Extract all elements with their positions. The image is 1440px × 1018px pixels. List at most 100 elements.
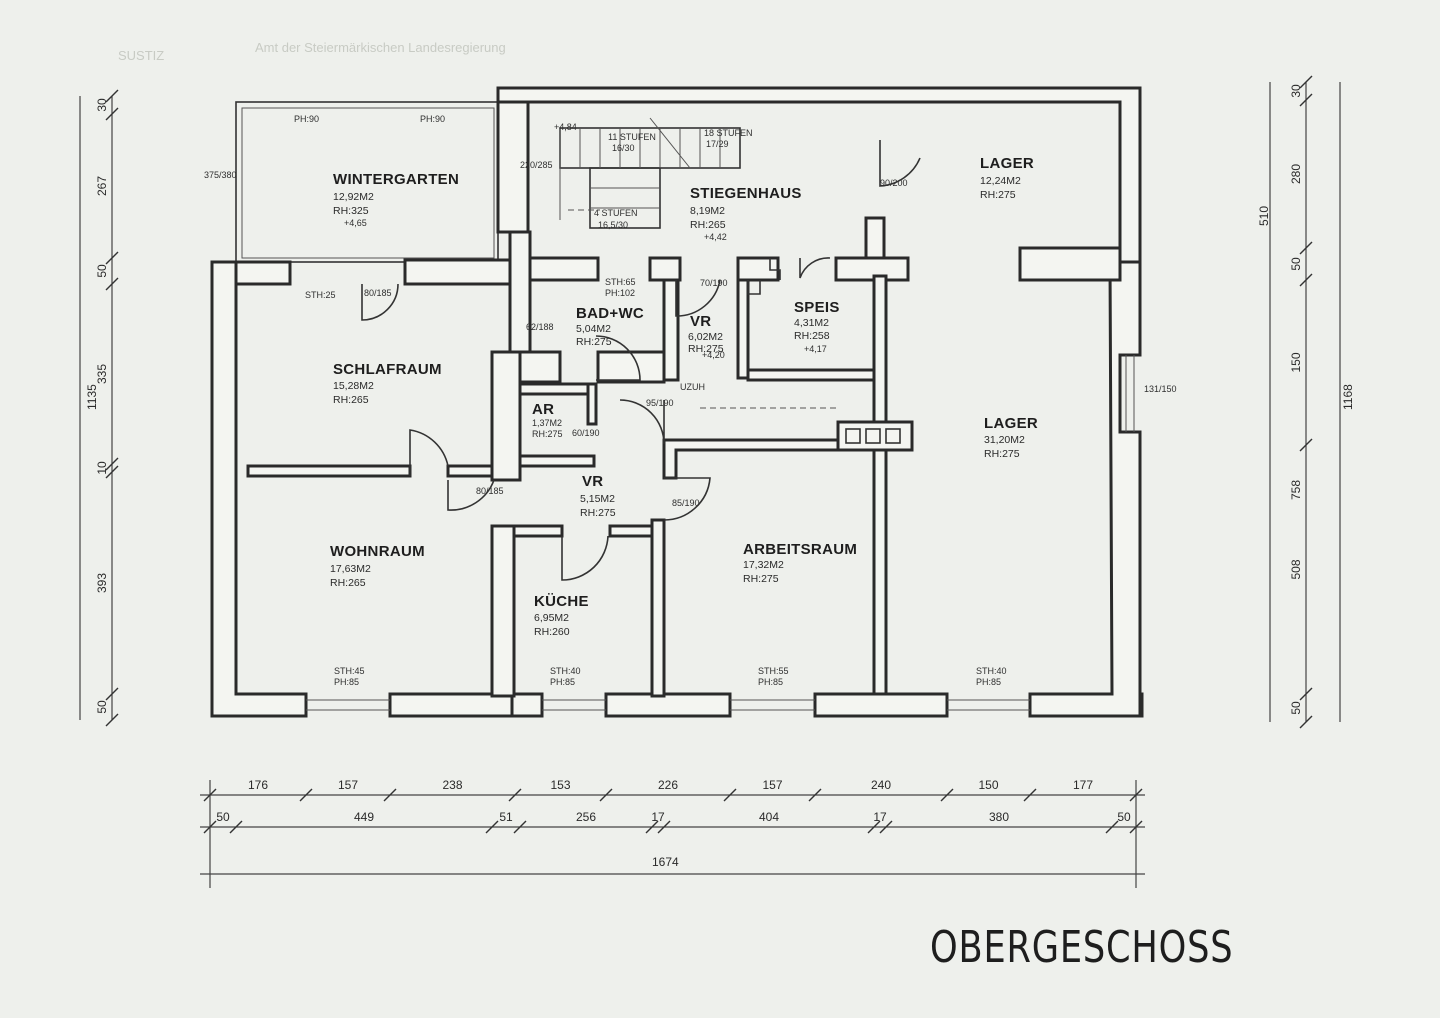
window-size-label: 131/150 — [1144, 384, 1177, 394]
dimension-tick — [105, 713, 119, 727]
dimension-tick — [105, 465, 119, 479]
room-height: RH:258 — [794, 330, 830, 342]
room-area: 1,37M2 — [532, 418, 562, 428]
dimension-tick — [940, 788, 954, 802]
right-total-dimension: 1168 — [1341, 384, 1355, 410]
room-area: 4,31M2 — [794, 317, 829, 329]
dimension-value: 30 — [95, 98, 109, 112]
dimension-tick — [105, 107, 119, 121]
opening-label: STH:65 — [605, 277, 636, 287]
room-kueche: KÜCHE 6,95M2 RH:260 — [534, 593, 589, 638]
stair-steps-1: 11 STUFEN — [608, 132, 656, 142]
stair-steps-2: 18 STUFEN — [704, 128, 753, 138]
room-height: RH:275 — [743, 573, 779, 585]
dimension-tick — [1299, 687, 1313, 701]
room-name: KÜCHE — [534, 593, 589, 610]
opening-label: PH:102 — [605, 288, 635, 298]
staircase — [559, 117, 741, 229]
room-name: LAGER — [980, 155, 1034, 172]
dimension-value: 50 — [95, 700, 109, 714]
room-name: SPEIS — [794, 299, 840, 316]
level-marker: +4,84 — [554, 122, 577, 132]
dimension-tick — [1299, 241, 1313, 255]
stair-size-1: 16/30 — [612, 143, 635, 153]
dimension-value: 153 — [550, 778, 570, 792]
dimension-value: 157 — [338, 778, 358, 792]
dimension-tick — [1299, 93, 1313, 107]
room-height: RH:265 — [690, 219, 726, 231]
door-size-label: 80/185 — [364, 288, 392, 298]
room-speis: SPEIS 4,31M2 RH:258 — [794, 299, 840, 342]
room-area: 5,04M2 — [576, 323, 611, 335]
dimension-value: 50 — [95, 264, 109, 278]
dimension-tick — [1299, 273, 1313, 287]
dimension-tick — [657, 820, 671, 834]
right-sub-dimension: 510 — [1257, 206, 1271, 226]
room-area: 31,20M2 — [984, 434, 1025, 446]
room-area: 6,02M2 — [688, 331, 723, 343]
dimension-value: 50 — [1289, 257, 1303, 271]
room-ar: AR 1,37M2 RH:275 — [532, 401, 563, 439]
room-area: 5,15M2 — [580, 493, 615, 505]
dimension-value: 335 — [95, 364, 109, 384]
dimension-tick — [1023, 788, 1037, 802]
dimension-tick — [1299, 438, 1313, 452]
dimension-value: 17 — [873, 810, 887, 824]
dimension-tick — [105, 251, 119, 265]
dimension-value: 393 — [95, 573, 109, 593]
stair-steps-3: 4 STUFEN — [594, 208, 638, 218]
room-lager-top: LAGER 12,24M2 RH:275 — [980, 155, 1034, 201]
opening-label: PH:85 — [758, 677, 783, 687]
room-wintergarten: WINTERGARTEN 12,92M2 RH:325 — [333, 171, 459, 217]
dimension-tick — [1299, 715, 1313, 729]
door-size-label: 62/188 — [526, 322, 554, 332]
opening-label: STH:55 — [758, 666, 789, 676]
opening-label: PH:85 — [976, 677, 1001, 687]
dimension-tick — [867, 820, 881, 834]
dimension-value: 176 — [248, 778, 268, 792]
room-area: 17,63M2 — [330, 563, 371, 575]
window-size-label: 220/285 — [520, 160, 553, 170]
room-arbeitsraum: ARBEITSRAUM 17,32M2 RH:275 — [743, 541, 857, 585]
door-size-label: 80/185 — [476, 486, 504, 496]
level-marker: +4,17 — [804, 344, 827, 354]
dimension-value: 240 — [871, 778, 891, 792]
dimension-tick — [879, 820, 893, 834]
room-name: WINTERGARTEN — [333, 171, 459, 188]
door-swings — [361, 140, 921, 581]
room-schlafraum: SCHLAFRAUM 15,28M2 RH:265 — [333, 361, 442, 406]
room-name: WOHNRAUM — [330, 543, 425, 560]
room-vr-lower: VR 5,15M2 RH:275 — [580, 473, 616, 519]
dimension-tick — [645, 820, 659, 834]
total-width-dimension: 1674 — [652, 855, 679, 869]
dimension-tick — [808, 788, 822, 802]
door-size-label: 60/190 — [572, 428, 600, 438]
dimension-tick — [203, 820, 217, 834]
room-name: ARBEITSRAUM — [743, 541, 857, 558]
dimension-value: 380 — [989, 810, 1009, 824]
dimension-value: 508 — [1289, 559, 1303, 579]
room-height: RH:325 — [333, 205, 369, 217]
level-marker: +4,65 — [344, 218, 367, 228]
dimension-tick — [383, 788, 397, 802]
room-name: AR — [532, 401, 554, 418]
dimension-value: 17 — [651, 810, 665, 824]
dimension-value: 50 — [216, 810, 230, 824]
room-vr-upper: VR 6,02M2 RH:275 — [688, 313, 724, 355]
room-height: RH:275 — [984, 448, 1020, 460]
dimension-tick — [508, 788, 522, 802]
dimension-value: 226 — [658, 778, 678, 792]
outer-walls — [210, 86, 1144, 718]
dimension-tick — [485, 820, 499, 834]
room-height: RH:260 — [534, 626, 570, 638]
window-size-label: 375/380 — [204, 170, 237, 180]
room-height: RH:275 — [576, 336, 612, 348]
opening-label: PH:90 — [420, 114, 445, 124]
room-name: SCHLAFRAUM — [333, 361, 442, 378]
opening-label: STH:40 — [550, 666, 581, 676]
dimension-value: 10 — [95, 461, 109, 475]
dimension-tick — [203, 788, 217, 802]
room-height: RH:265 — [330, 577, 366, 589]
